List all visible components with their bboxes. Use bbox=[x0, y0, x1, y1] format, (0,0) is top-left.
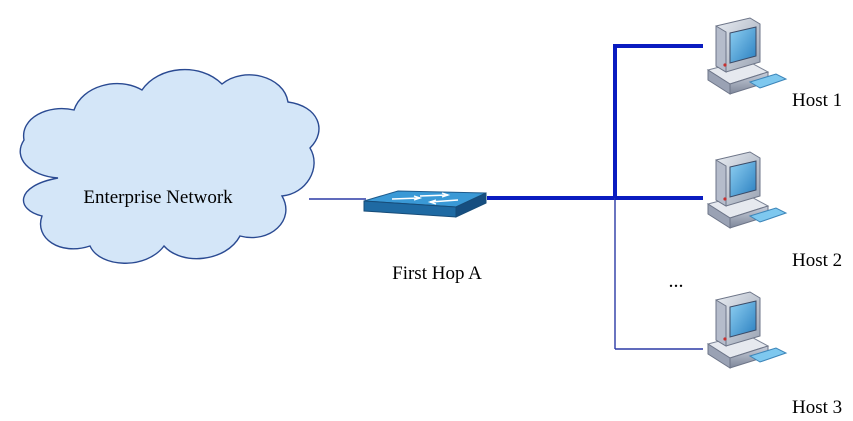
computer-icon bbox=[707, 151, 787, 229]
host-3: Host 3 bbox=[707, 291, 842, 418]
cloud-shape bbox=[19, 68, 320, 264]
host-1-label: Host 1 bbox=[792, 90, 842, 111]
computer-icon bbox=[707, 17, 787, 95]
switch-icon bbox=[363, 190, 487, 218]
switch-label: First Hop A bbox=[392, 263, 482, 284]
more-hosts-ellipsis: ... bbox=[669, 270, 684, 292]
computer-icon bbox=[707, 291, 787, 369]
cloud-label: Enterprise Network bbox=[83, 187, 233, 208]
host-3-label: Host 3 bbox=[792, 397, 842, 418]
enterprise-network-cloud: Enterprise Network bbox=[19, 68, 320, 264]
host-2: Host 2 bbox=[707, 151, 842, 271]
host-1: Host 1 bbox=[707, 17, 842, 111]
host-2-label: Host 2 bbox=[792, 250, 842, 271]
